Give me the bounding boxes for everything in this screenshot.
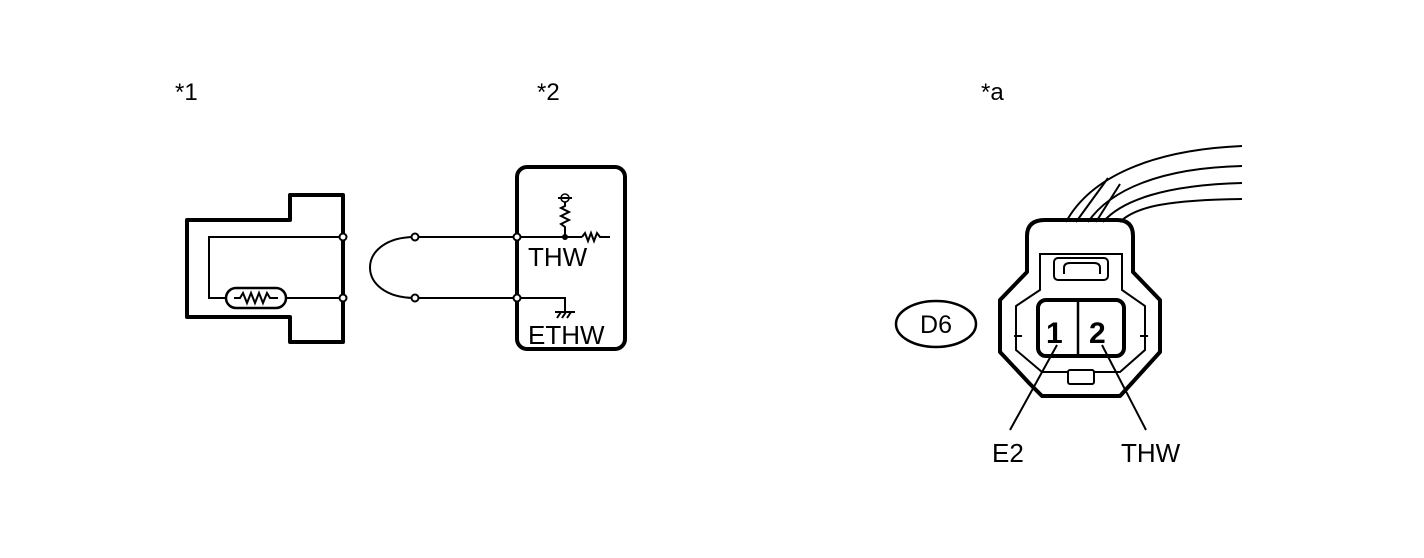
ecm-ethw-circuit [517,297,575,319]
sensor-terminal-upper [338,232,348,242]
connector-pin-2-number: 2 [1089,317,1106,350]
leader-line-pin-2 [1101,344,1147,431]
ecm-terminal-thw [512,232,522,242]
connector-pin-2-name: THW [1121,438,1181,468]
ecm-body [515,165,627,351]
connector-housing [998,218,1162,398]
connector-code-badge [894,299,978,349]
connector-code-label: D6 [920,311,952,339]
sensor-body [185,193,345,344]
leader-line-pin-1 [1009,344,1058,431]
connector-pin-1-name: E2 [992,438,1024,468]
connector-inner-contour [1015,253,1146,373]
callout-connector-view: *a [981,79,1004,106]
connector-cables [1065,145,1243,223]
connector-latch [1053,257,1109,281]
callout-sensor: *1 [175,79,198,106]
connector-pin-cavity [1036,298,1126,358]
connector-key [1067,369,1095,385]
harness-wire [369,236,517,299]
harness-terminal-lower [410,293,420,303]
connector-pin-1-number: 1 [1046,317,1063,350]
harness-terminal-upper [410,232,420,242]
ecm-thw-circuit [517,193,610,244]
ecm-terminal-ethw-label: ETHW [528,320,605,350]
sensor-terminal-lower [338,293,348,303]
ecm-terminal-thw-label: THW [528,242,588,272]
callout-ecm: *2 [537,79,560,106]
thermistor-icon [224,286,288,310]
ecm-terminal-ethw [512,293,522,303]
